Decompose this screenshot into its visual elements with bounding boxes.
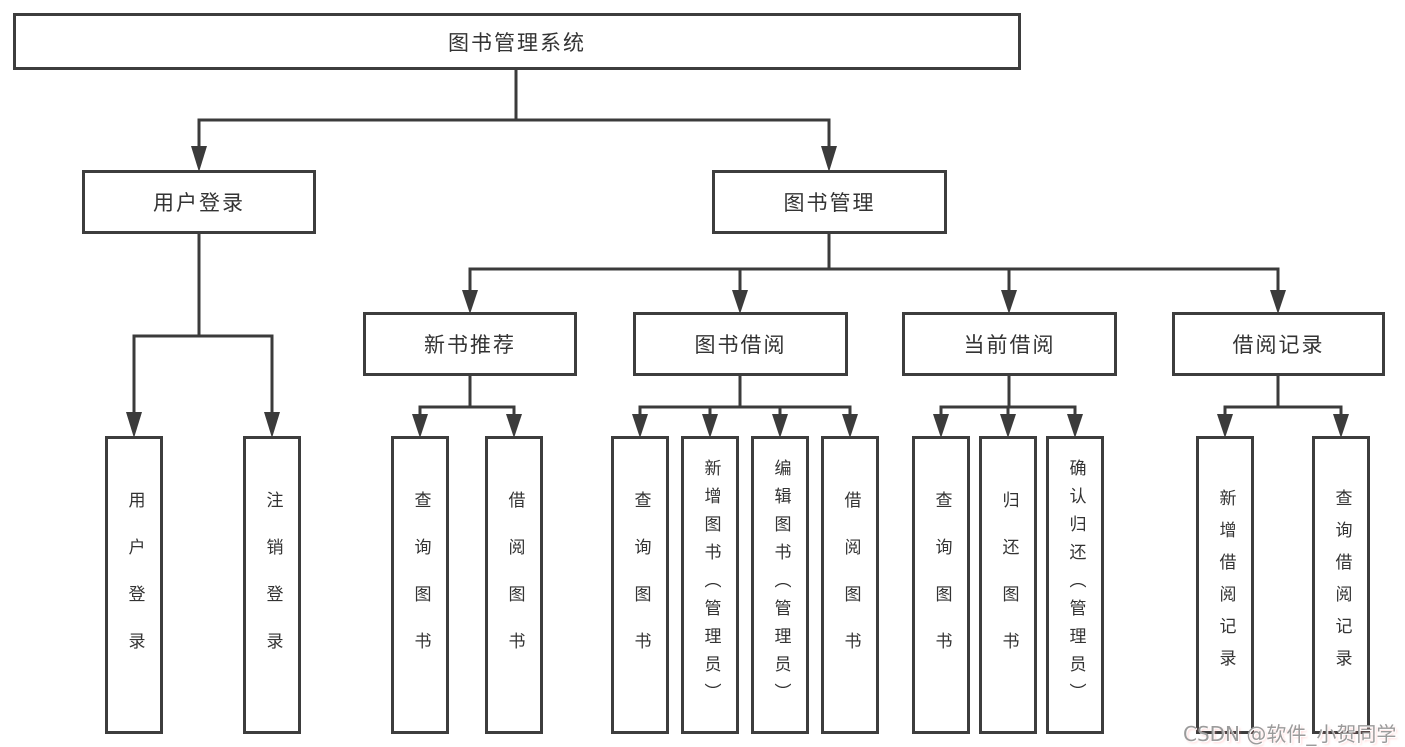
node-leaf-query-books-current: 查询图书 [912,436,970,734]
node-leaf-user-login-label: 用户登录 [124,491,145,679]
node-leaf-query-books-borrowing-label: 查询图书 [630,491,651,679]
node-book-borrowing: 图书借阅 [633,312,848,376]
node-system: 图书管理系统 [13,13,1021,70]
node-current-borrowing: 当前借阅 [902,312,1117,376]
connector-new-book-recommend [418,376,516,416]
node-leaf-return-books-label: 归还图书 [998,491,1019,679]
node-leaf-logout-label: 注销登录 [262,491,283,679]
connector-book-management [468,234,1280,292]
node-leaf-query-borrow-record-label: 查询借阅记录 [1331,489,1352,681]
connector-root [197,70,831,148]
node-borrowing-records: 借阅记录 [1172,312,1385,376]
node-leaf-logout: 注销登录 [243,436,301,734]
node-new-book-recommend: 新书推荐 [363,312,577,376]
node-leaf-borrow-books-recommend: 借阅图书 [485,436,543,734]
node-leaf-add-borrow-record-label: 新增借阅记录 [1215,489,1236,681]
node-new-book-recommend-label: 新书推荐 [424,333,516,357]
node-leaf-query-books-borrowing: 查询图书 [611,436,669,734]
node-leaf-confirm-return-admin: 确认归还（管理员） [1046,436,1104,734]
connector-book-borrowing [638,376,852,416]
node-leaf-add-borrow-record: 新增借阅记录 [1196,436,1254,734]
node-leaf-query-books-recommend: 查询图书 [391,436,449,734]
node-leaf-edit-books-admin-label: 编辑图书（管理员） [770,459,791,711]
node-leaf-query-books-recommend-label: 查询图书 [410,491,431,679]
node-leaf-add-books-admin-label: 新增图书（管理员） [700,459,721,711]
node-current-borrowing-label: 当前借阅 [963,333,1056,357]
node-leaf-borrow-books-recommend-label: 借阅图书 [504,491,525,679]
watermark: CSDN @软件_小贺同学 [1183,722,1397,746]
connector-borrowing-records [1223,376,1343,416]
node-leaf-confirm-return-admin-label: 确认归还（管理员） [1065,459,1086,711]
node-leaf-query-books-current-label: 查询图书 [931,491,952,679]
node-book-borrowing-label: 图书借阅 [694,333,787,357]
node-user-login: 用户登录 [82,170,316,234]
node-leaf-query-borrow-record: 查询借阅记录 [1312,436,1370,734]
connector-user-login [132,234,274,414]
node-system-label: 图书管理系统 [448,30,586,55]
node-leaf-borrow-books-borrowing-label: 借阅图书 [840,491,861,679]
node-leaf-add-books-admin: 新增图书（管理员） [681,436,739,734]
node-leaf-edit-books-admin: 编辑图书（管理员） [751,436,809,734]
node-leaf-user-login: 用户登录 [105,436,163,734]
node-leaf-borrow-books-borrowing: 借阅图书 [821,436,879,734]
node-book-management: 图书管理 [712,170,947,234]
node-borrowing-records-label: 借阅记录 [1232,333,1325,357]
node-user-login-label: 用户登录 [153,191,245,215]
node-leaf-return-books: 归还图书 [979,436,1037,734]
node-book-management-label: 图书管理 [783,191,876,215]
connector-current-borrowing [939,376,1077,416]
